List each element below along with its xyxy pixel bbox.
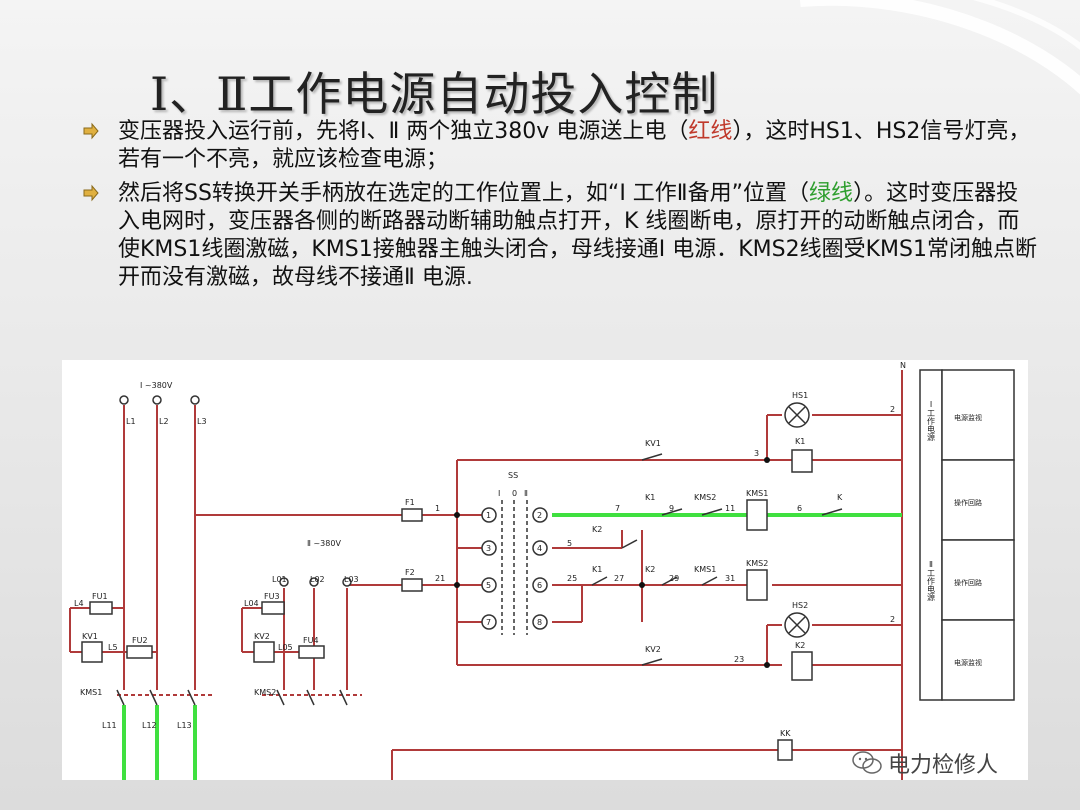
hs2-label: HS2 bbox=[792, 601, 808, 610]
kv2-contact-label: KV2 bbox=[645, 645, 661, 654]
contact-2: 2 bbox=[537, 511, 542, 520]
f2-label: F2 bbox=[405, 568, 415, 577]
l1-label: L1 bbox=[126, 417, 136, 426]
watermark-text: 电力检修人 bbox=[888, 753, 999, 778]
wire-23-label: 23 bbox=[734, 655, 744, 664]
l2-label: L2 bbox=[159, 417, 169, 426]
kms1-coil-label: KMS1 bbox=[746, 489, 768, 498]
wire-29-label: 29 bbox=[669, 574, 679, 583]
box-control-circuit-2: 操作回路 bbox=[954, 578, 982, 587]
contact-6: 6 bbox=[537, 581, 542, 590]
bullet2-text-b: ）。这时变压器投入电网时，变压器各侧的断路器动断辅助触点打开，K 线圈断电，原打… bbox=[118, 181, 1037, 290]
k-contact-label: K bbox=[837, 493, 843, 502]
slide-title: Ⅰ、Ⅱ工作电源自动投入控制 bbox=[150, 67, 719, 121]
contact-4: 4 bbox=[537, 544, 542, 553]
l4-label: L4 bbox=[74, 599, 84, 608]
bullet-list: 变压器投入运行前，先将Ⅰ、Ⅱ 两个独立380v 电源送上电（红线），这时HS1、… bbox=[80, 118, 1040, 298]
ss-pos-0: 0 bbox=[512, 489, 517, 498]
decorative-swoosh bbox=[800, 0, 1080, 95]
f1-label: F1 bbox=[405, 498, 415, 507]
kms2-label: KMS2 bbox=[254, 688, 276, 697]
wire-6-label: 6 bbox=[797, 504, 802, 513]
wire-27-label: 27 bbox=[614, 574, 624, 583]
wire-1-label: 1 bbox=[435, 504, 440, 513]
bullet1-red-text: 红线 bbox=[688, 119, 733, 144]
wire-9-label: 9 bbox=[669, 504, 674, 513]
l12-label: L12 bbox=[142, 721, 157, 730]
kms2-coil-label: KMS2 bbox=[746, 559, 768, 568]
kv1-contact-label: KV1 bbox=[645, 439, 661, 448]
watermark: 电力检修人 bbox=[852, 746, 998, 780]
l5-label: L5 bbox=[108, 643, 118, 652]
l05-label: L05 bbox=[278, 643, 293, 652]
k1-contact-label: K1 bbox=[645, 493, 655, 502]
wire-2a-label: 2 bbox=[890, 405, 895, 414]
l3-label: L3 bbox=[197, 417, 207, 426]
bullet1-text-b: ），这时HS1、HS2信号灯亮，若有一个不亮，就应该检查电源； bbox=[118, 119, 1031, 172]
side-label-2: Ⅱ工作电源 bbox=[927, 560, 936, 602]
wire-7-label: 7 bbox=[615, 504, 620, 513]
l01-label: L01 bbox=[272, 575, 287, 584]
k1-contact2-label: K1 bbox=[592, 565, 602, 574]
k2-coil-label: K2 bbox=[795, 641, 805, 650]
l11-label: L11 bbox=[102, 721, 117, 730]
circuit-svg: Ⅰ ~380V Ⅱ ~380V N L1 L2 L3 L01 L02 L03 L… bbox=[69, 361, 1015, 780]
bullet2-green-text: 绿线 bbox=[809, 181, 854, 206]
l03-label: L03 bbox=[344, 575, 359, 584]
kk-label: KK bbox=[780, 729, 791, 738]
wire-5-label: 5 bbox=[567, 539, 572, 548]
fu3-label: FU3 bbox=[264, 592, 280, 601]
contact-8: 8 bbox=[537, 618, 542, 627]
l02-label: L02 bbox=[310, 575, 325, 584]
l13-label: L13 bbox=[177, 721, 192, 730]
kv2-left-label: KV2 bbox=[254, 632, 270, 641]
arrow-bullet-icon bbox=[83, 184, 99, 202]
supply2-label: Ⅱ ~380V bbox=[307, 539, 341, 548]
ss-pos-1: Ⅰ bbox=[498, 489, 500, 498]
bullet-item-2: 然后将SS转换开关手柄放在选定的工作位置上，如“Ⅰ 工作Ⅱ备用”位置（绿线）。这… bbox=[80, 180, 1040, 292]
contact-5: 5 bbox=[486, 581, 491, 590]
contact-7: 7 bbox=[486, 618, 491, 627]
k2-contact2-label: K2 bbox=[645, 565, 655, 574]
kms1-contact-label: KMS1 bbox=[694, 565, 716, 574]
arrow-bullet-icon bbox=[83, 122, 99, 140]
contact-1: 1 bbox=[486, 511, 491, 520]
wire-21-label: 21 bbox=[435, 574, 445, 583]
contact-3: 3 bbox=[486, 544, 491, 553]
box-power-monitor-2: 电源监视 bbox=[954, 658, 982, 667]
kms1-label: KMS1 bbox=[80, 688, 102, 697]
bullet-item-1: 变压器投入运行前，先将Ⅰ、Ⅱ 两个独立380v 电源送上电（红线），这时HS1、… bbox=[80, 118, 1040, 174]
box-control-circuit-1: 操作回路 bbox=[954, 498, 982, 507]
fu2-label: FU2 bbox=[132, 636, 148, 645]
hs1-label: HS1 bbox=[792, 391, 808, 400]
l04-label: L04 bbox=[244, 599, 259, 608]
bullet2-text-a: 然后将SS转换开关手柄放在选定的工作位置上，如“Ⅰ 工作Ⅱ备用”位置（ bbox=[118, 181, 810, 206]
wire-25-label: 25 bbox=[567, 574, 577, 583]
n-label: N bbox=[900, 361, 906, 370]
k2-contact-label: K2 bbox=[592, 525, 602, 534]
side-label-1: Ⅰ工作电源 bbox=[927, 400, 936, 442]
wire-31-label: 31 bbox=[725, 574, 735, 583]
wire-11-label: 11 bbox=[725, 504, 735, 513]
wire-2b-label: 2 bbox=[890, 615, 895, 624]
box-power-monitor-1: 电源监视 bbox=[954, 413, 982, 422]
ss-pos-2: Ⅱ bbox=[524, 489, 528, 498]
kms2-contact-label: KMS2 bbox=[694, 493, 716, 502]
wire-3-label: 3 bbox=[754, 449, 759, 458]
fu4-label: FU4 bbox=[303, 636, 319, 645]
bullet1-text-a: 变压器投入运行前，先将Ⅰ、Ⅱ 两个独立380v 电源送上电（ bbox=[118, 119, 689, 144]
k1-coil-label: K1 bbox=[795, 437, 805, 446]
wechat-icon bbox=[852, 751, 882, 774]
supply1-label: Ⅰ ~380V bbox=[140, 381, 173, 390]
kv1-left-label: KV1 bbox=[82, 632, 98, 641]
circuit-diagram: Ⅰ ~380V Ⅱ ~380V N L1 L2 L3 L01 L02 L03 L… bbox=[62, 360, 1028, 780]
fu1-label: FU1 bbox=[92, 592, 108, 601]
ss-label: SS bbox=[508, 471, 518, 480]
